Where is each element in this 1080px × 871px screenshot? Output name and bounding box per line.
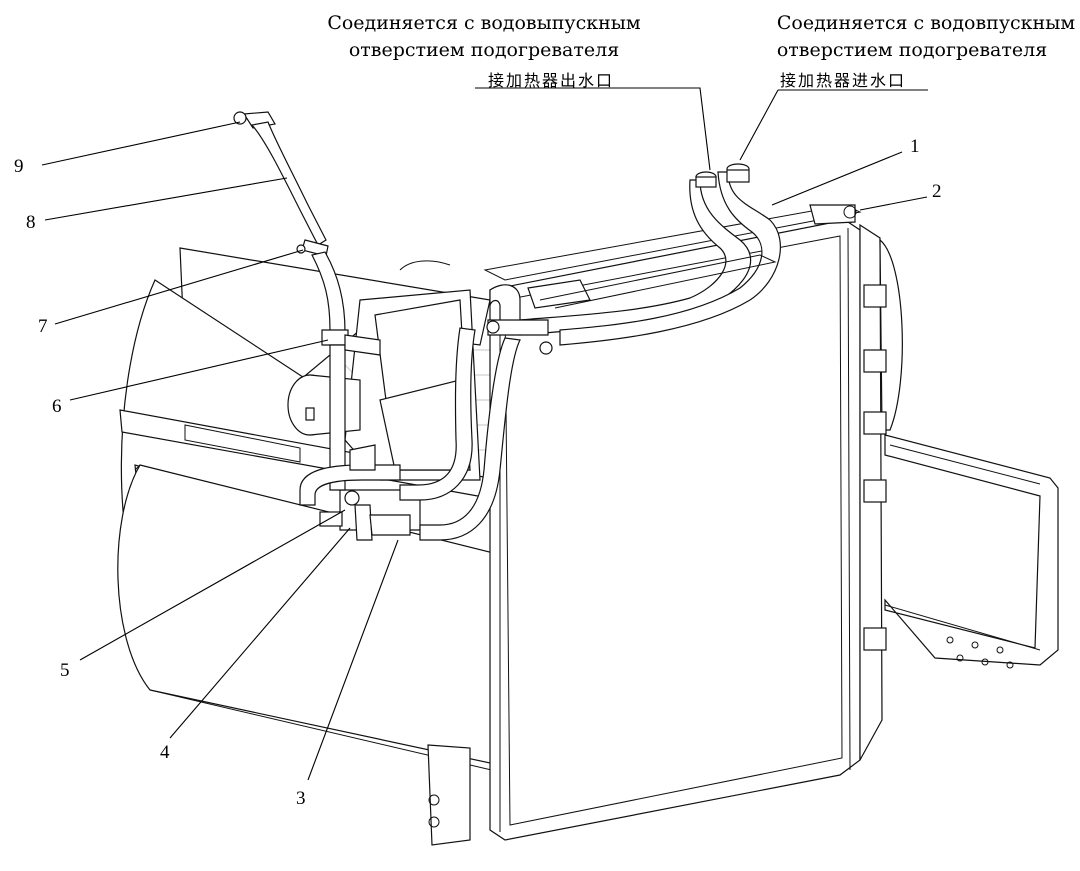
inlet-annotation-ru-line1: Соединяется с водовпускным	[777, 12, 1075, 34]
callout-3: 3	[296, 788, 306, 809]
inlet-annotation-ru-line2: отверстием подогревателя	[777, 39, 1047, 61]
radiator-assembly	[483, 204, 903, 841]
right-support-bracket	[884, 434, 1059, 669]
outlet-annotation-ru-line2: отверстием подогревателя	[349, 39, 619, 61]
callout-7: 7	[38, 316, 48, 337]
inlet-annotation-cn: 接加热器进水口	[780, 71, 906, 90]
callout-9: 9	[14, 156, 24, 177]
lower-mount-bracket	[427, 744, 471, 846]
callout-8: 8	[26, 212, 36, 233]
outlet-annotation-cn: 接加热器出水口	[488, 71, 614, 90]
outlet-annotation-ru-line1: Соединяется с водовыпускным	[327, 12, 641, 34]
lower-coolant-hoses	[299, 254, 777, 541]
callout-1: 1	[910, 136, 920, 157]
leader-lines	[41, 87, 928, 781]
callout-2: 2	[932, 181, 942, 202]
radiator-side-clips	[863, 284, 887, 651]
callout-5: 5	[60, 660, 70, 681]
callout-6: 6	[52, 396, 62, 417]
upper-coolant-hose	[233, 111, 381, 491]
callout-4: 4	[160, 742, 170, 763]
